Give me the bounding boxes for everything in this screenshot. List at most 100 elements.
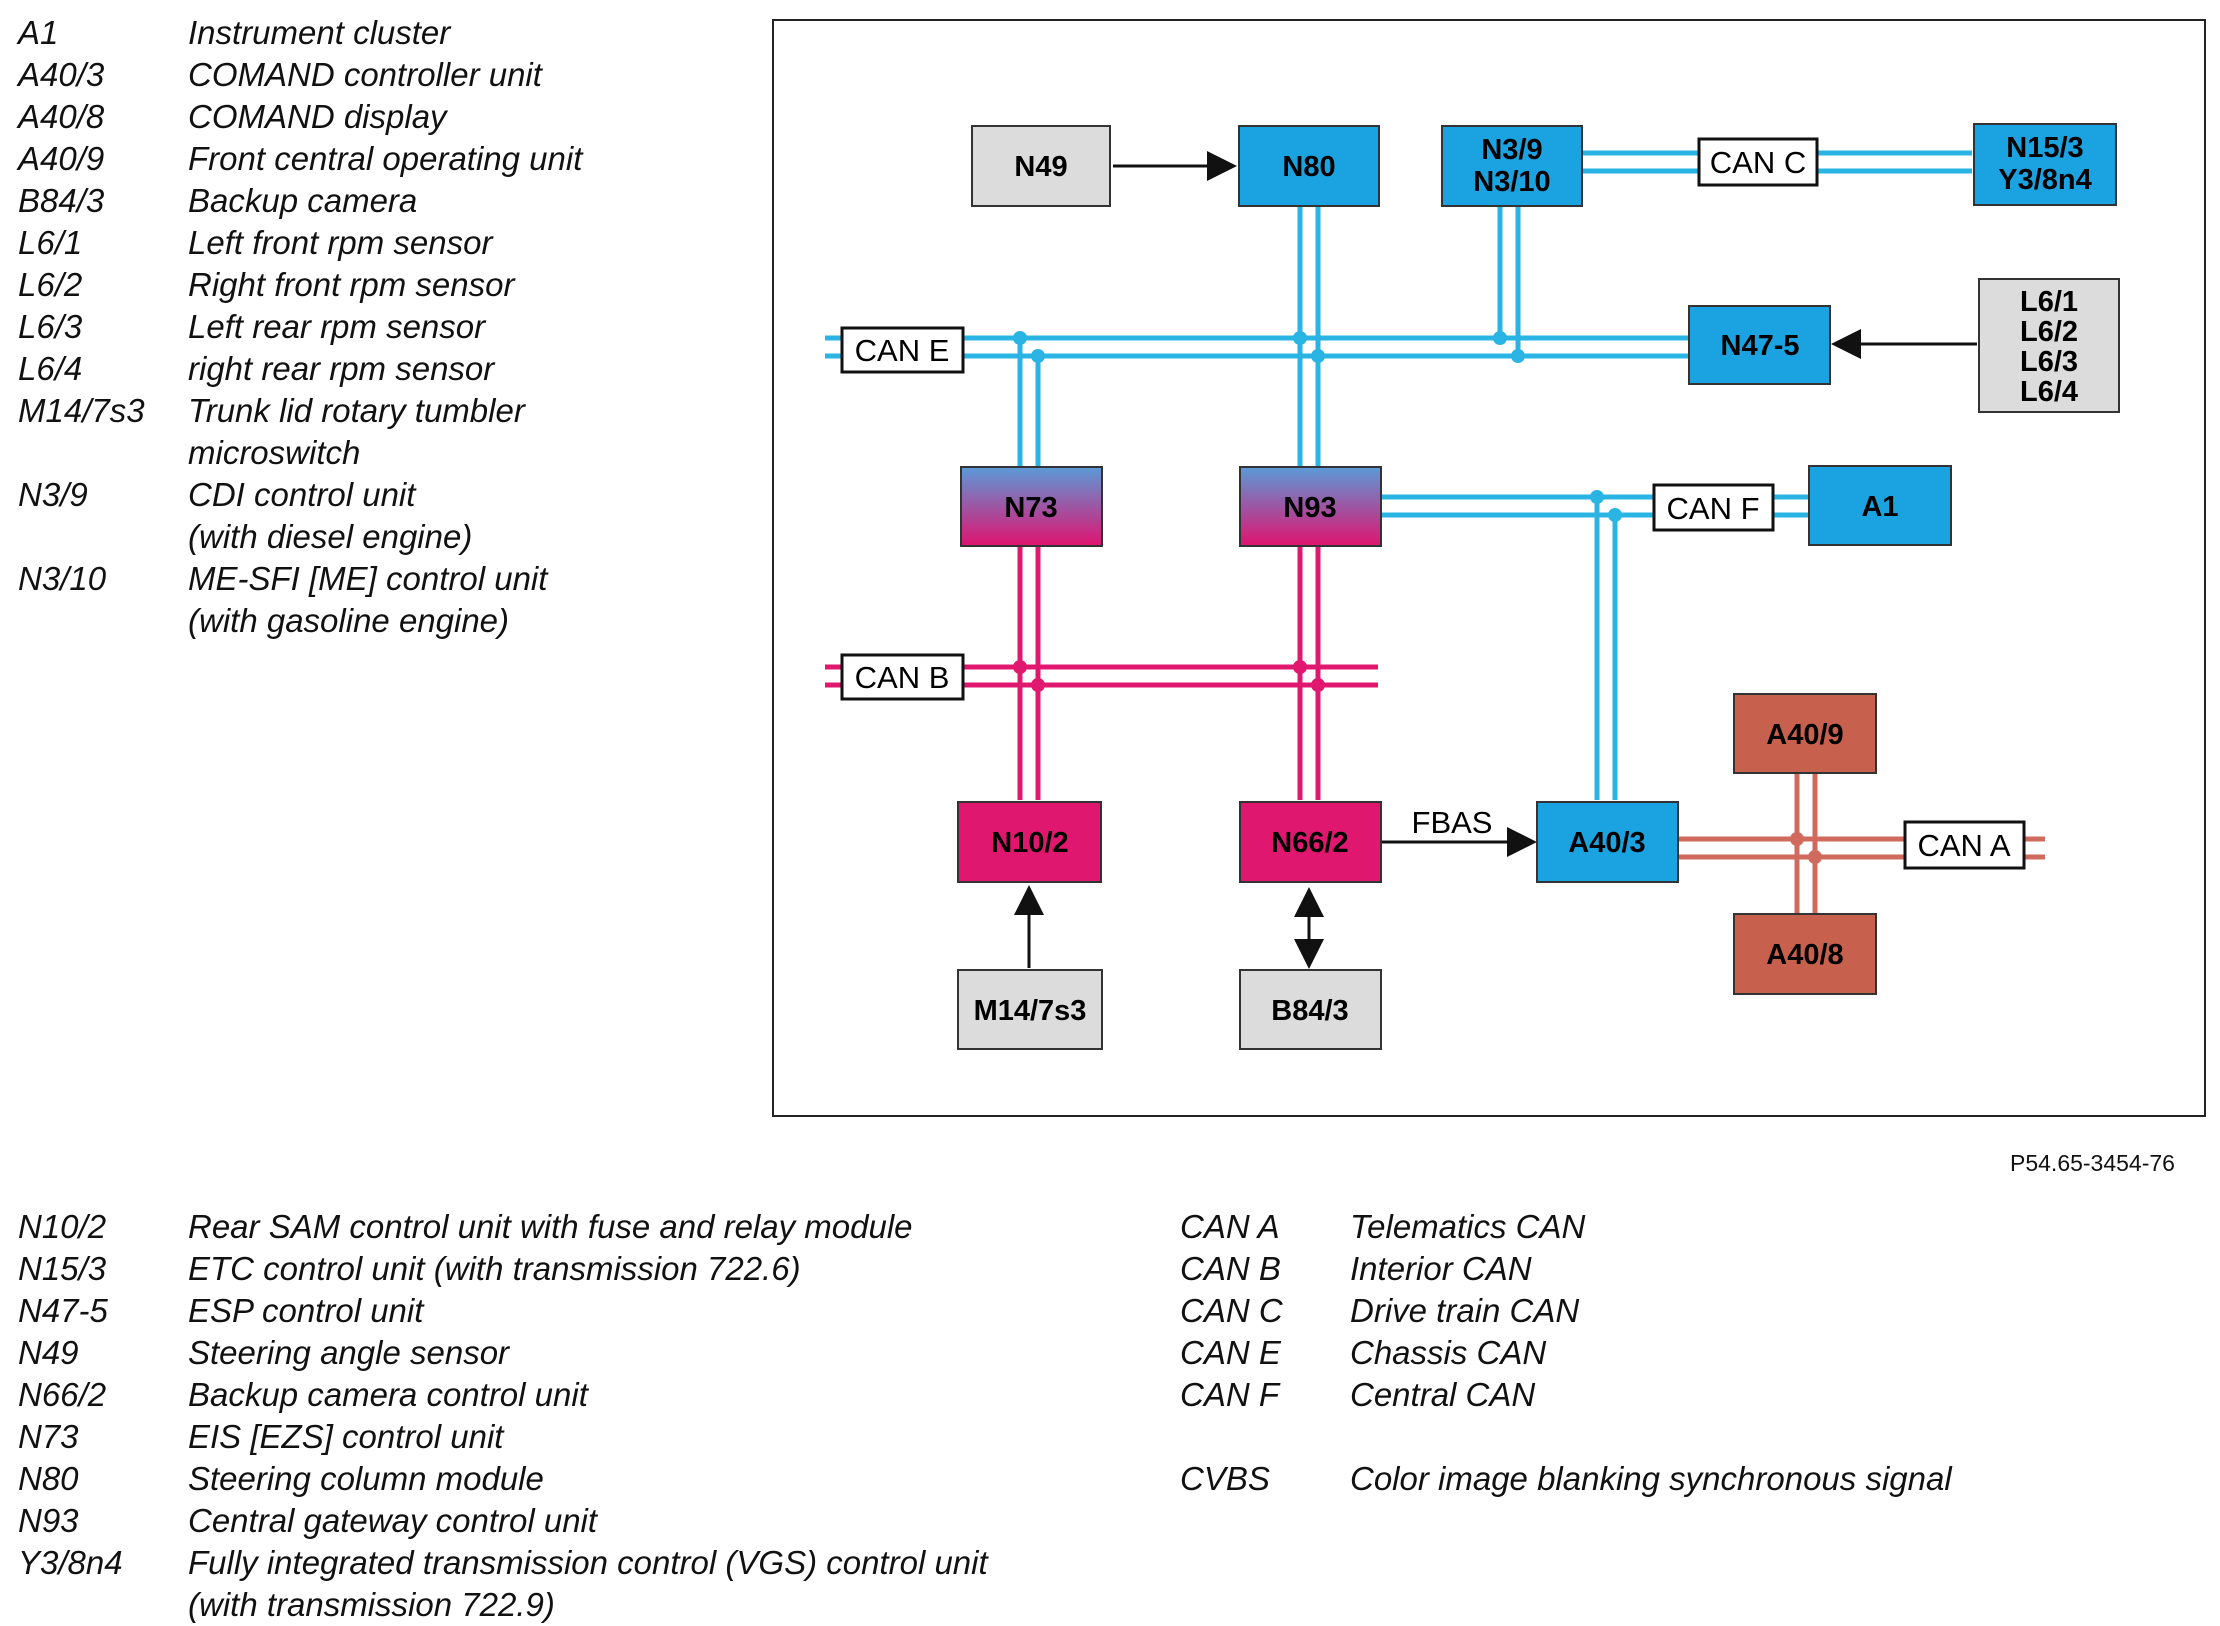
legend-code: N3/9 [18,476,88,513]
legend-row [1180,1416,2180,1458]
box-a40-8: A40/8 [1733,913,1877,995]
can-bus-diagram: CAN E CAN C CAN F CAN B CAN A FBAS N49 N… [772,19,2206,1117]
legend-description: Right front rpm sensor [188,264,718,306]
legend-description-line: Trunk lid rotary tumbler [188,392,525,429]
box-n10-2: N10/2 [957,801,1102,883]
legend-code: N47-5 [18,1292,108,1329]
legend-row: CAN E Chassis CAN [1180,1332,2180,1374]
svg-text:CAN F: CAN F [1667,491,1760,526]
legend-code: N49 [18,1334,79,1371]
svg-text:N15/3: N15/3 [2006,132,2083,164]
legend-code: CAN F [1180,1376,1279,1413]
legend-description-line: Chassis CAN [1350,1334,1547,1371]
can-f-label: CAN F [1652,483,1775,532]
can-e-label: CAN E [840,326,965,374]
legend-code: A1 [18,14,59,51]
svg-text:A40/8: A40/8 [1766,939,1843,971]
legend-code: N10/2 [18,1208,107,1245]
legend-description: EIS [EZS] control unit [188,1416,1168,1458]
svg-text:A1: A1 [1861,491,1898,523]
legend-row: CAN F Central CAN [1180,1374,2180,1416]
legend-row: N10/2 Rear SAM control unit with fuse and… [18,1206,1168,1248]
legend-description-line: Central CAN [1350,1376,1536,1413]
can-junctions-blue [1013,331,1622,522]
box-l6-sensors: L6/1 L6/2 L6/3 L6/4 [1978,278,2120,413]
legend-description-line: ME-SFI [ME] control unit [188,560,548,597]
svg-text:CAN B: CAN B [855,660,950,695]
legend-code: Y3/8n4 [18,1544,123,1581]
box-n49: N49 [971,125,1111,207]
legend-code: N3/10 [18,560,107,597]
legend-code: CVBS [1180,1460,1270,1497]
legend-description-line: right rear rpm sensor [188,350,495,387]
legend-code: A40/8 [18,98,105,135]
legend-description: COMAND controller unit [188,54,718,96]
can-b-label: CAN B [840,653,965,701]
legend-description-line: Rear SAM control unit with fuse and rela… [188,1208,913,1245]
can-a-label: CAN A [1903,820,2026,870]
legend-code: L6/4 [18,350,83,387]
box-n15-3-y3-8n4: N15/3 Y3/8n4 [1973,123,2117,206]
legend-code: CAN A [1180,1208,1280,1245]
legend-description: Central CAN [1350,1374,2180,1416]
box-n66-2: N66/2 [1239,801,1382,883]
legend-description: Central gateway control unit [188,1500,1168,1542]
legend-description: Instrument cluster [188,12,718,54]
legend-code: A40/9 [18,140,105,177]
legend-description-line: Drive train CAN [1350,1292,1580,1329]
svg-text:L6/2: L6/2 [2020,316,2078,348]
legend-code: N66/2 [18,1376,107,1413]
legend-description-line-2: (with transmission 722.9) [188,1586,555,1623]
legend-description-line: Front central operating unit [188,140,583,177]
legend-description: right rear rpm sensor [188,348,718,390]
legend-description: ETC control unit (with transmission 722.… [188,1248,1168,1290]
box-n73: N73 [960,466,1103,547]
legend-code: M14/7s3 [18,392,145,429]
legend-description: Backup camera control unit [188,1374,1168,1416]
legend-description-line: Central gateway control unit [188,1502,598,1539]
legend-description-line: Steering angle sensor [188,1334,510,1371]
svg-text:N80: N80 [1282,151,1335,183]
box-b84-3: B84/3 [1239,969,1382,1050]
svg-text:L6/3: L6/3 [2020,346,2078,378]
legend-description-line: ETC control unit (with transmission 722.… [188,1250,801,1287]
legend-description-line: Backup camera [188,182,418,219]
legend-description-line: COMAND controller unit [188,56,542,93]
legend-row: CAN C Drive train CAN [1180,1290,2180,1332]
legend-code: CAN C [1180,1292,1283,1329]
legend-code: CAN E [1180,1334,1281,1371]
legend-row: N49 Steering angle sensor [18,1332,1168,1374]
legend-description: CDI control unit(with diesel engine) [188,474,718,558]
svg-text:N66/2: N66/2 [1271,827,1348,859]
svg-text:N3/9: N3/9 [1481,134,1542,166]
legend-description [1350,1416,2180,1458]
svg-text:N49: N49 [1014,151,1067,183]
legend-description: Rear SAM control unit with fuse and rela… [188,1206,1168,1248]
can-junctions-pink [1013,660,1325,692]
legend-description-line: Instrument cluster [188,14,451,51]
box-m14-7s3: M14/7s3 [957,969,1103,1050]
box-a40-9: A40/9 [1733,693,1877,774]
legend-code: L6/2 [18,266,83,303]
diagram-frame [772,19,2206,1117]
legend-row: L6/2 Right front rpm sensor [18,264,718,306]
legend-description: Interior CAN [1350,1248,2180,1290]
box-n3-9-n3-10: N3/9 N3/10 [1441,125,1583,207]
legend-description-line: Interior CAN [1350,1250,1532,1287]
svg-text:N47-5: N47-5 [1721,330,1800,362]
svg-text:CAN A: CAN A [1917,828,2010,863]
legend-description: Chassis CAN [1350,1332,2180,1374]
legend-description: Front central operating unit [188,138,718,180]
